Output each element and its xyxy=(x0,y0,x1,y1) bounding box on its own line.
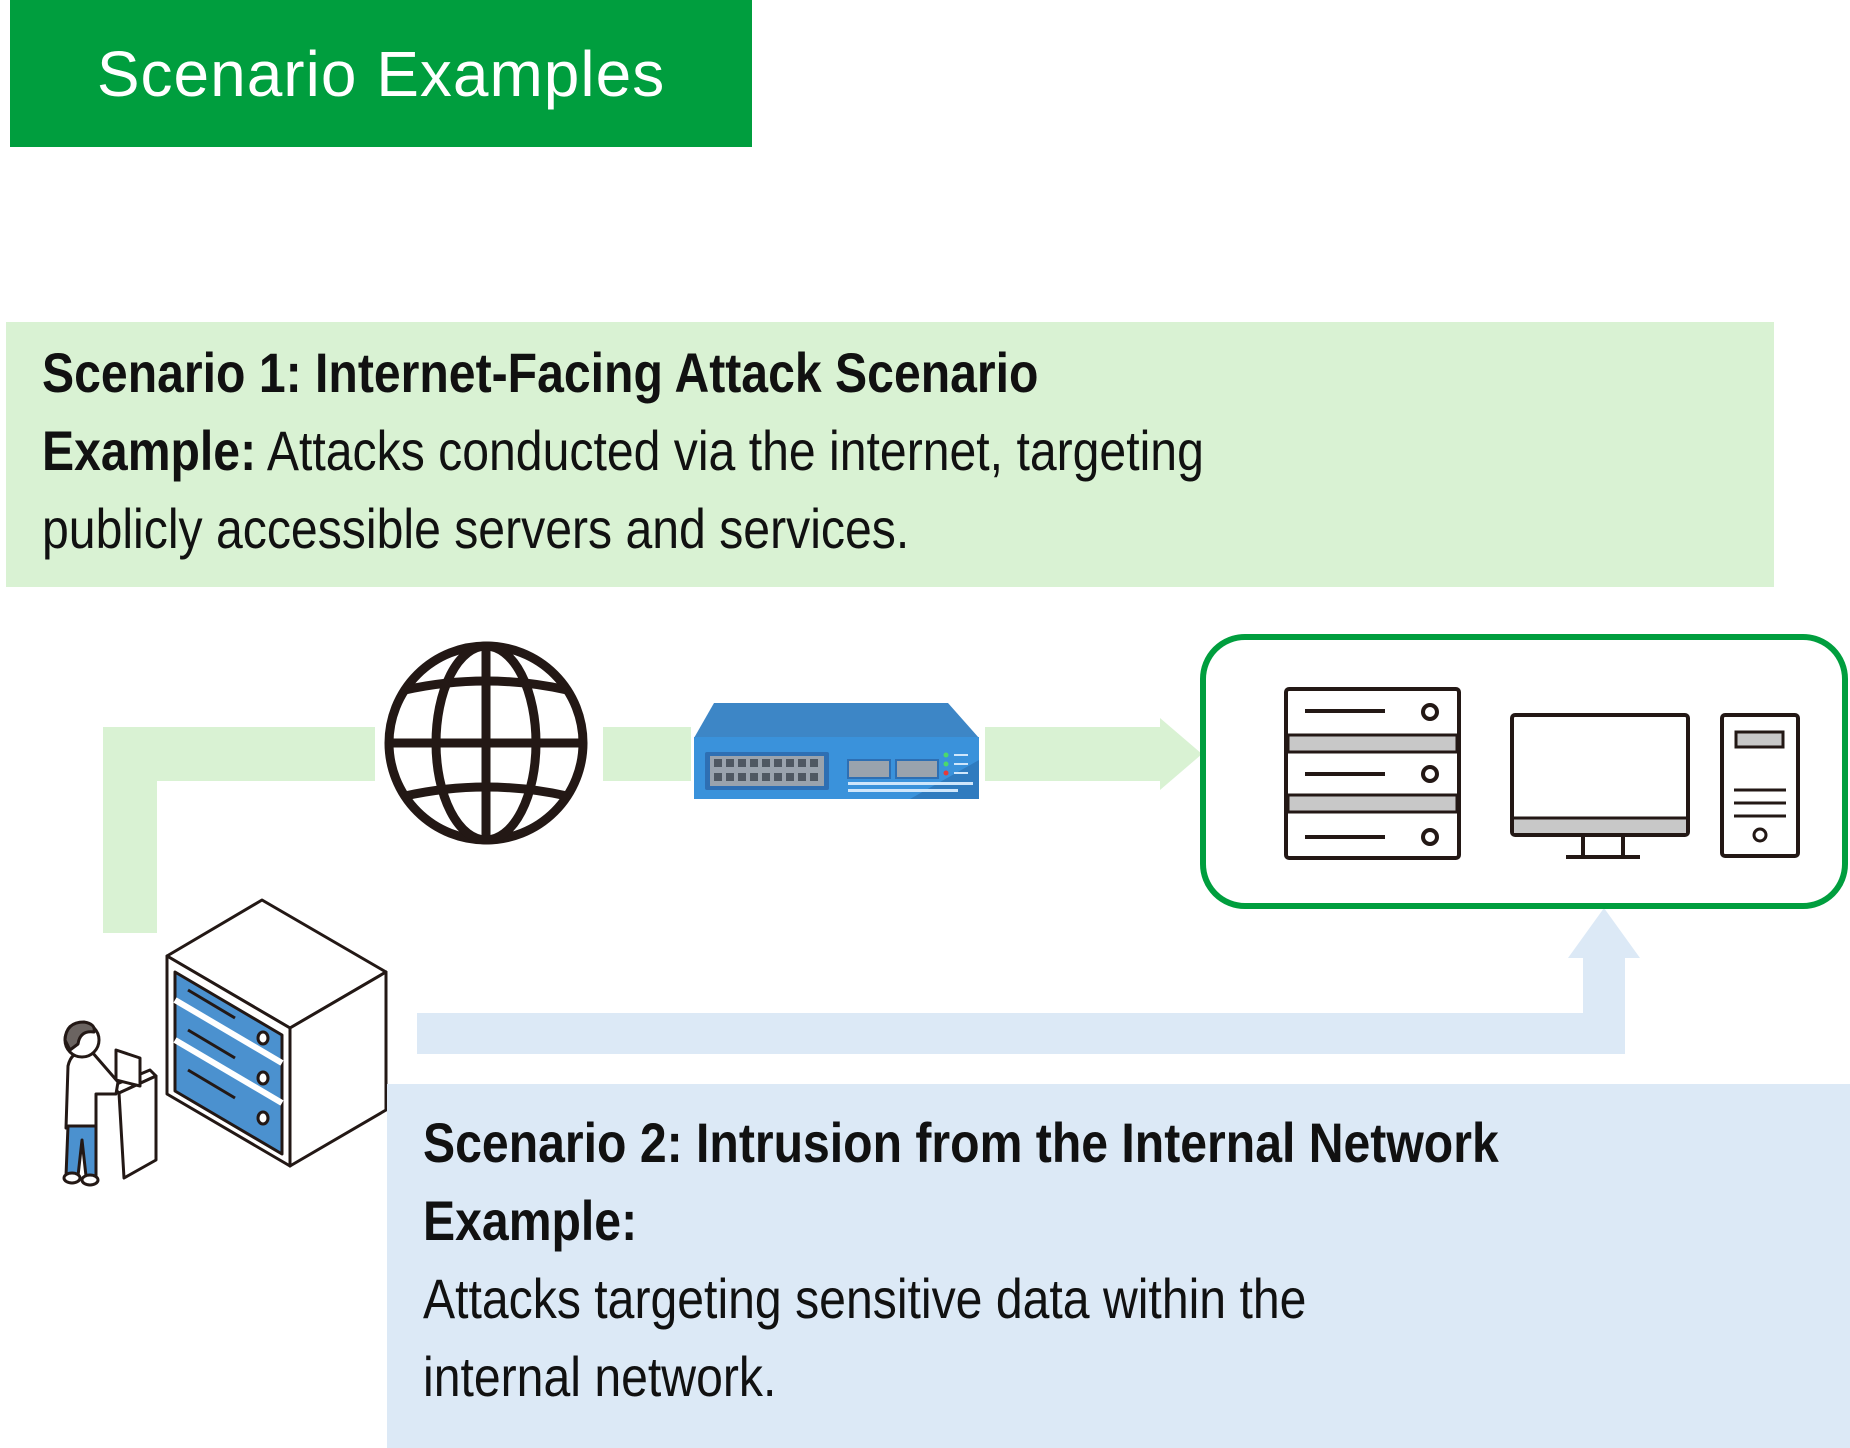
scenario-1-example-text: Attacks conducted via the internet, targ… xyxy=(256,419,1204,482)
scenario-2-title: Scenario 2: Intrusion from the Internal … xyxy=(423,1111,1499,1174)
globe-icon xyxy=(384,641,588,845)
scenario-2-example-text: Attacks targeting sensitive data within … xyxy=(423,1267,1307,1330)
scenario-2-box: Scenario 2: Intrusion from the Internal … xyxy=(387,1084,1850,1448)
scenario-1-example-text-cont: publicly accessible servers and services… xyxy=(42,497,910,560)
target-systems-box xyxy=(1200,634,1848,909)
scenario-1-box: Scenario 1: Internet-Facing Attack Scena… xyxy=(6,322,1774,587)
scenario-2-path-horizontal xyxy=(417,1013,1625,1054)
desktop-tower-icon xyxy=(1720,713,1800,858)
scenario-1-path-segment-3 xyxy=(985,727,1160,781)
scenario-1-title: Scenario 1: Internet-Facing Attack Scena… xyxy=(42,341,1039,404)
header-banner: Scenario Examples xyxy=(10,0,752,147)
rack-server-icon xyxy=(1284,687,1461,860)
scenario-1-example-label: Example: xyxy=(42,419,257,482)
scenario-1-path-segment-1 xyxy=(103,727,375,781)
monitor-icon xyxy=(1510,713,1690,859)
network-switch-icon xyxy=(694,703,979,799)
scenario-2-example-label: Example: xyxy=(423,1189,638,1252)
scenario-1-path-segment-2 xyxy=(603,727,691,781)
scenario-2-arrowhead xyxy=(1568,908,1640,958)
scenario-1-arrowhead xyxy=(1160,718,1202,790)
scenario-2-path xyxy=(417,908,1640,1054)
scenario-1-path xyxy=(103,718,1202,933)
scenario-2-path-vertical xyxy=(1583,958,1625,1054)
person-at-terminal-icon xyxy=(62,1020,158,1187)
scenario-2-example-text-cont: internal network. xyxy=(423,1345,777,1408)
server-cabinet-icon xyxy=(165,898,388,1168)
scenario-1-example: Example: Attacks conducted via the inter… xyxy=(42,412,1204,490)
header-title: Scenario Examples xyxy=(96,37,666,110)
